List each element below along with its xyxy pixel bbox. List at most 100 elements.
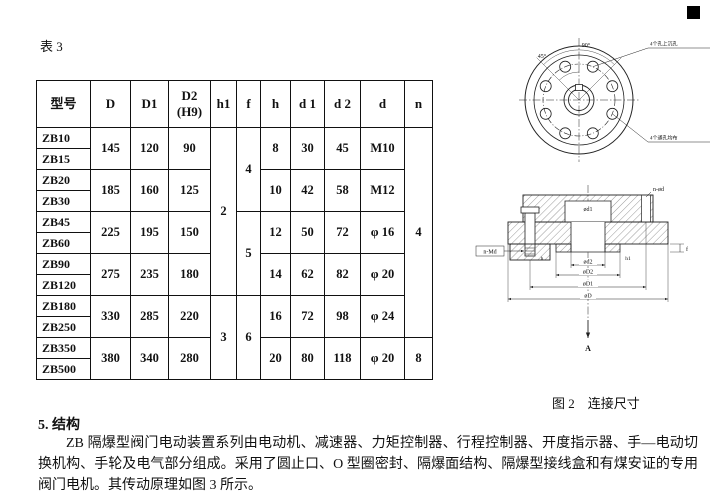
page-corner-mark [687, 6, 700, 19]
table-cell: ZB10 [36, 127, 91, 149]
table-header-cell: D1 [130, 80, 169, 128]
label-h1: h1 [625, 256, 631, 262]
table-cell: 160 [130, 169, 169, 212]
table-cell: 120 [130, 127, 169, 170]
label-od1: ød1 [584, 207, 593, 213]
table-cell: ZB60 [36, 232, 91, 254]
table-cell: 285 [130, 295, 169, 338]
table-header-cell: f [236, 80, 261, 128]
table-cell: 42 [290, 169, 325, 212]
drawing-note-bottom: 4个通孔均布 [650, 135, 678, 142]
table-cell: 62 [290, 253, 325, 296]
table-cell: 98 [324, 295, 361, 338]
table-cell: 72 [290, 295, 325, 338]
table-cell: 4 [404, 127, 433, 338]
table-header-cell: D [90, 80, 131, 128]
table-cell: φ 20 [360, 337, 405, 380]
table-cell: 45 [324, 127, 361, 170]
table-cell: 185 [90, 169, 131, 212]
table-cell: 220 [168, 295, 211, 338]
table-cell: ZB45 [36, 211, 91, 233]
table-cell: ZB350 [36, 337, 91, 359]
drawing-note-top: 4个孔上沉孔 [650, 41, 678, 48]
table-cell: 118 [324, 337, 361, 380]
table-header-cell: h [260, 80, 291, 128]
table-cell: 5 [236, 211, 261, 296]
figure-caption: 图 2 连接尺寸 [552, 396, 640, 411]
table-cell: 8 [404, 337, 433, 380]
flange-top-view [519, 38, 710, 162]
table-cell: φ 24 [360, 295, 405, 338]
table-cell: 145 [90, 127, 131, 170]
table-cell: 275 [90, 253, 131, 296]
label-n-od: n-ød [653, 187, 664, 193]
table-cell: 4 [236, 127, 261, 212]
table-cell: φ 20 [360, 253, 405, 296]
label-section-a: A [585, 344, 591, 353]
table-header-cell: d 2 [324, 80, 361, 128]
table-cell: ZB120 [36, 274, 91, 296]
table-cell: 3 [210, 295, 237, 380]
label-od2: ød2 [584, 260, 593, 266]
table-cell: 12 [260, 211, 291, 254]
body-paragraph: ZB 隔爆型阀门电动装置系列由电动机、减速器、力矩控制器、行程控制器、开度指示器… [38, 436, 698, 493]
table-cell: 180 [168, 253, 211, 296]
table-header-cell: d 1 [290, 80, 325, 128]
table-cell: 14 [260, 253, 291, 296]
table-row: ZB250 [36, 316, 433, 338]
table-cell: φ 16 [360, 211, 405, 254]
table-cell: 30 [290, 127, 325, 170]
table-cell: 50 [290, 211, 325, 254]
table-cell: ZB20 [36, 169, 91, 191]
table-cell: 150 [168, 211, 211, 254]
table-header-cell: d [360, 80, 405, 128]
table-cell: 235 [130, 253, 169, 296]
angle-90-label: 90° [582, 42, 591, 49]
table-cell: 82 [324, 253, 361, 296]
table-cell: 280 [168, 337, 211, 380]
table-cell: 72 [324, 211, 361, 254]
label-oD: øD [584, 294, 592, 300]
table-cell: 6 [236, 295, 261, 380]
table-cell: 225 [90, 211, 131, 254]
table-cell: ZB500 [36, 358, 91, 380]
table-cell: 380 [90, 337, 131, 380]
table-header-cell: 型号 [36, 80, 91, 128]
label-h: h [541, 256, 544, 262]
table-cell: M12 [360, 169, 405, 212]
label-n-md: n-Md [483, 250, 496, 256]
table-cell: ZB180 [36, 295, 91, 317]
table-cell: ZB15 [36, 148, 91, 170]
table-cell: 195 [130, 211, 169, 254]
table-header-cell: n [404, 80, 433, 128]
table-cell: M10 [360, 127, 405, 170]
table-cell: 8 [260, 127, 291, 170]
flange-section-view [475, 185, 684, 338]
label-oD2: øD2 [583, 270, 593, 276]
table-header-cell: h1 [210, 80, 237, 128]
table-cell: ZB30 [36, 190, 91, 212]
table-label: 表 3 [40, 39, 63, 54]
table-cell: ZB90 [36, 253, 91, 275]
table-cell: 340 [130, 337, 169, 380]
table-cell: 125 [168, 169, 211, 212]
angle-45-label: 45° [538, 53, 547, 60]
table-cell: 16 [260, 295, 291, 338]
table-row: ZB500 [36, 358, 433, 380]
table-row: ZB120 [36, 274, 433, 296]
figure-2-drawing: 90° 45° 4个孔上沉孔 4个通孔均布 [475, 38, 710, 353]
table-cell: ZB250 [36, 316, 91, 338]
table-cell: 58 [324, 169, 361, 212]
table-cell: 20 [260, 337, 291, 380]
table-cell: 10 [260, 169, 291, 212]
table-cell: 90 [168, 127, 211, 170]
